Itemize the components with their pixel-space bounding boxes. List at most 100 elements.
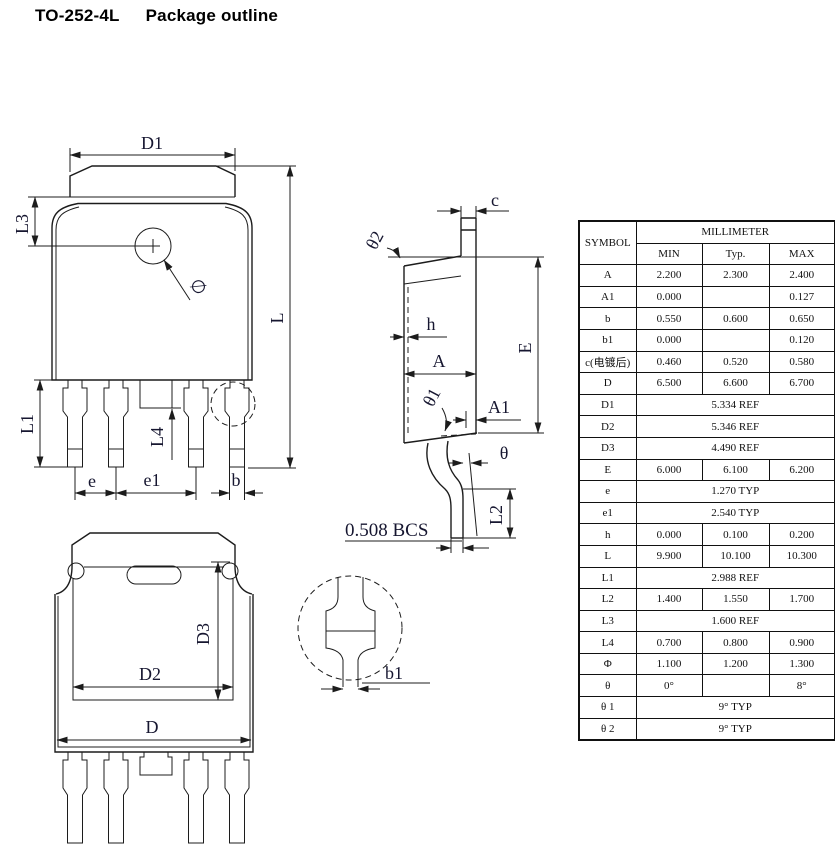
symbol-cell: c(电镀后): [578, 350, 637, 374]
symbol-cell: θ: [578, 674, 637, 698]
symbol-cell: Φ: [578, 652, 637, 676]
dim-label-d1: D1: [141, 133, 163, 153]
span-cell: 9° TYP: [635, 696, 835, 719]
body-outline: [51, 202, 253, 381]
span-cell: 5.346 REF: [635, 415, 835, 438]
exposed-pad: [72, 566, 234, 701]
dim-label-a: A: [433, 351, 446, 371]
side-lead: [426, 442, 452, 538]
symbol-cell: b1: [578, 328, 637, 352]
dim-label-l3: L3: [12, 214, 32, 234]
symbol-cell: A: [578, 264, 637, 287]
symbol-cell: b: [578, 307, 637, 330]
typ-cell: 1.200: [701, 652, 770, 676]
side-view: c θ2 h A E θ1 A1: [345, 190, 544, 553]
typ-cell: 0.600: [701, 307, 770, 330]
span-cell: 4.490 REF: [635, 436, 835, 460]
typ-cell: 0.520: [701, 350, 770, 374]
max-cell: 6.200: [768, 458, 835, 482]
typ-cell: 0.100: [701, 523, 770, 546]
symbol-cell: L2: [578, 588, 637, 611]
dim-label-l1: L1: [17, 414, 37, 434]
min-cell: 0.460: [635, 350, 703, 374]
symbol-cell: D: [578, 372, 637, 395]
symbol-cell: h: [578, 523, 637, 546]
tab-outline: [69, 165, 236, 197]
typ-cell: 10.100: [701, 544, 770, 568]
symbol-cell: θ 2: [578, 717, 637, 741]
dim-label-l2: L2: [486, 505, 506, 525]
dim-label-phi: ∅: [186, 274, 211, 299]
typ-cell: 1.550: [701, 588, 770, 611]
span-cell: 5.334 REF: [635, 393, 835, 417]
symbol-cell: D2: [578, 415, 637, 438]
max-cell: 0.200: [768, 523, 835, 546]
dim-label-cap-e: E: [515, 343, 535, 354]
detail-circle: [297, 575, 403, 681]
header-typ: Typ.: [701, 242, 770, 266]
max-cell: 0.580: [768, 350, 835, 374]
symbol-cell: E: [578, 458, 637, 482]
span-cell: 1.270 TYP: [635, 480, 835, 503]
span-cell: 2.988 REF: [635, 566, 835, 590]
bottom-view: D3 D2 D: [54, 532, 254, 844]
pad-notch-left: [67, 562, 85, 580]
max-cell: 0.900: [768, 631, 835, 654]
header-symbol: SYMBOL: [578, 220, 637, 266]
bottom-body: [54, 594, 254, 753]
symbol-cell: e: [578, 480, 637, 503]
center-stub-bottom: [139, 752, 173, 776]
max-cell: 10.300: [768, 544, 835, 568]
symbol-cell: e1: [578, 501, 637, 525]
symbol-cell: L: [578, 544, 637, 568]
pad-slot: [126, 565, 182, 585]
header-max: MAX: [768, 242, 835, 266]
min-cell: 6.500: [635, 372, 703, 395]
header-unit: MILLIMETER: [635, 220, 835, 244]
dim-label-d: D: [146, 717, 159, 737]
symbol-cell: L1: [578, 566, 637, 590]
min-cell: 0.700: [635, 631, 703, 654]
dim-label-b: b: [232, 470, 241, 490]
bottom-tab: [71, 532, 236, 562]
min-cell: 1.400: [635, 588, 703, 611]
max-cell: 0.650: [768, 307, 835, 330]
dim-label-bcs: 0.508 BCS: [345, 520, 428, 541]
dim-label-theta2: θ2: [362, 228, 388, 253]
dim-label-a1: A1: [488, 397, 510, 417]
dim-label-theta1: θ1: [419, 385, 445, 410]
max-cell: 0.120: [768, 328, 835, 352]
max-cell: 2.400: [768, 264, 835, 287]
side-tab: [460, 217, 477, 433]
min-cell: 0.000: [635, 523, 703, 546]
typ-cell: [701, 285, 770, 309]
min-cell: 0.000: [635, 285, 703, 309]
max-cell: 6.700: [768, 372, 835, 395]
typ-cell: [701, 328, 770, 352]
bottom-leads: [62, 752, 250, 844]
package-name: TO-252-4L: [35, 6, 120, 25]
min-cell: 0.000: [635, 328, 703, 352]
front-leads: [62, 380, 250, 468]
dim-label-e1: e1: [144, 470, 161, 490]
span-cell: 1.600 REF: [635, 609, 835, 633]
min-cell: 0°: [635, 674, 703, 698]
